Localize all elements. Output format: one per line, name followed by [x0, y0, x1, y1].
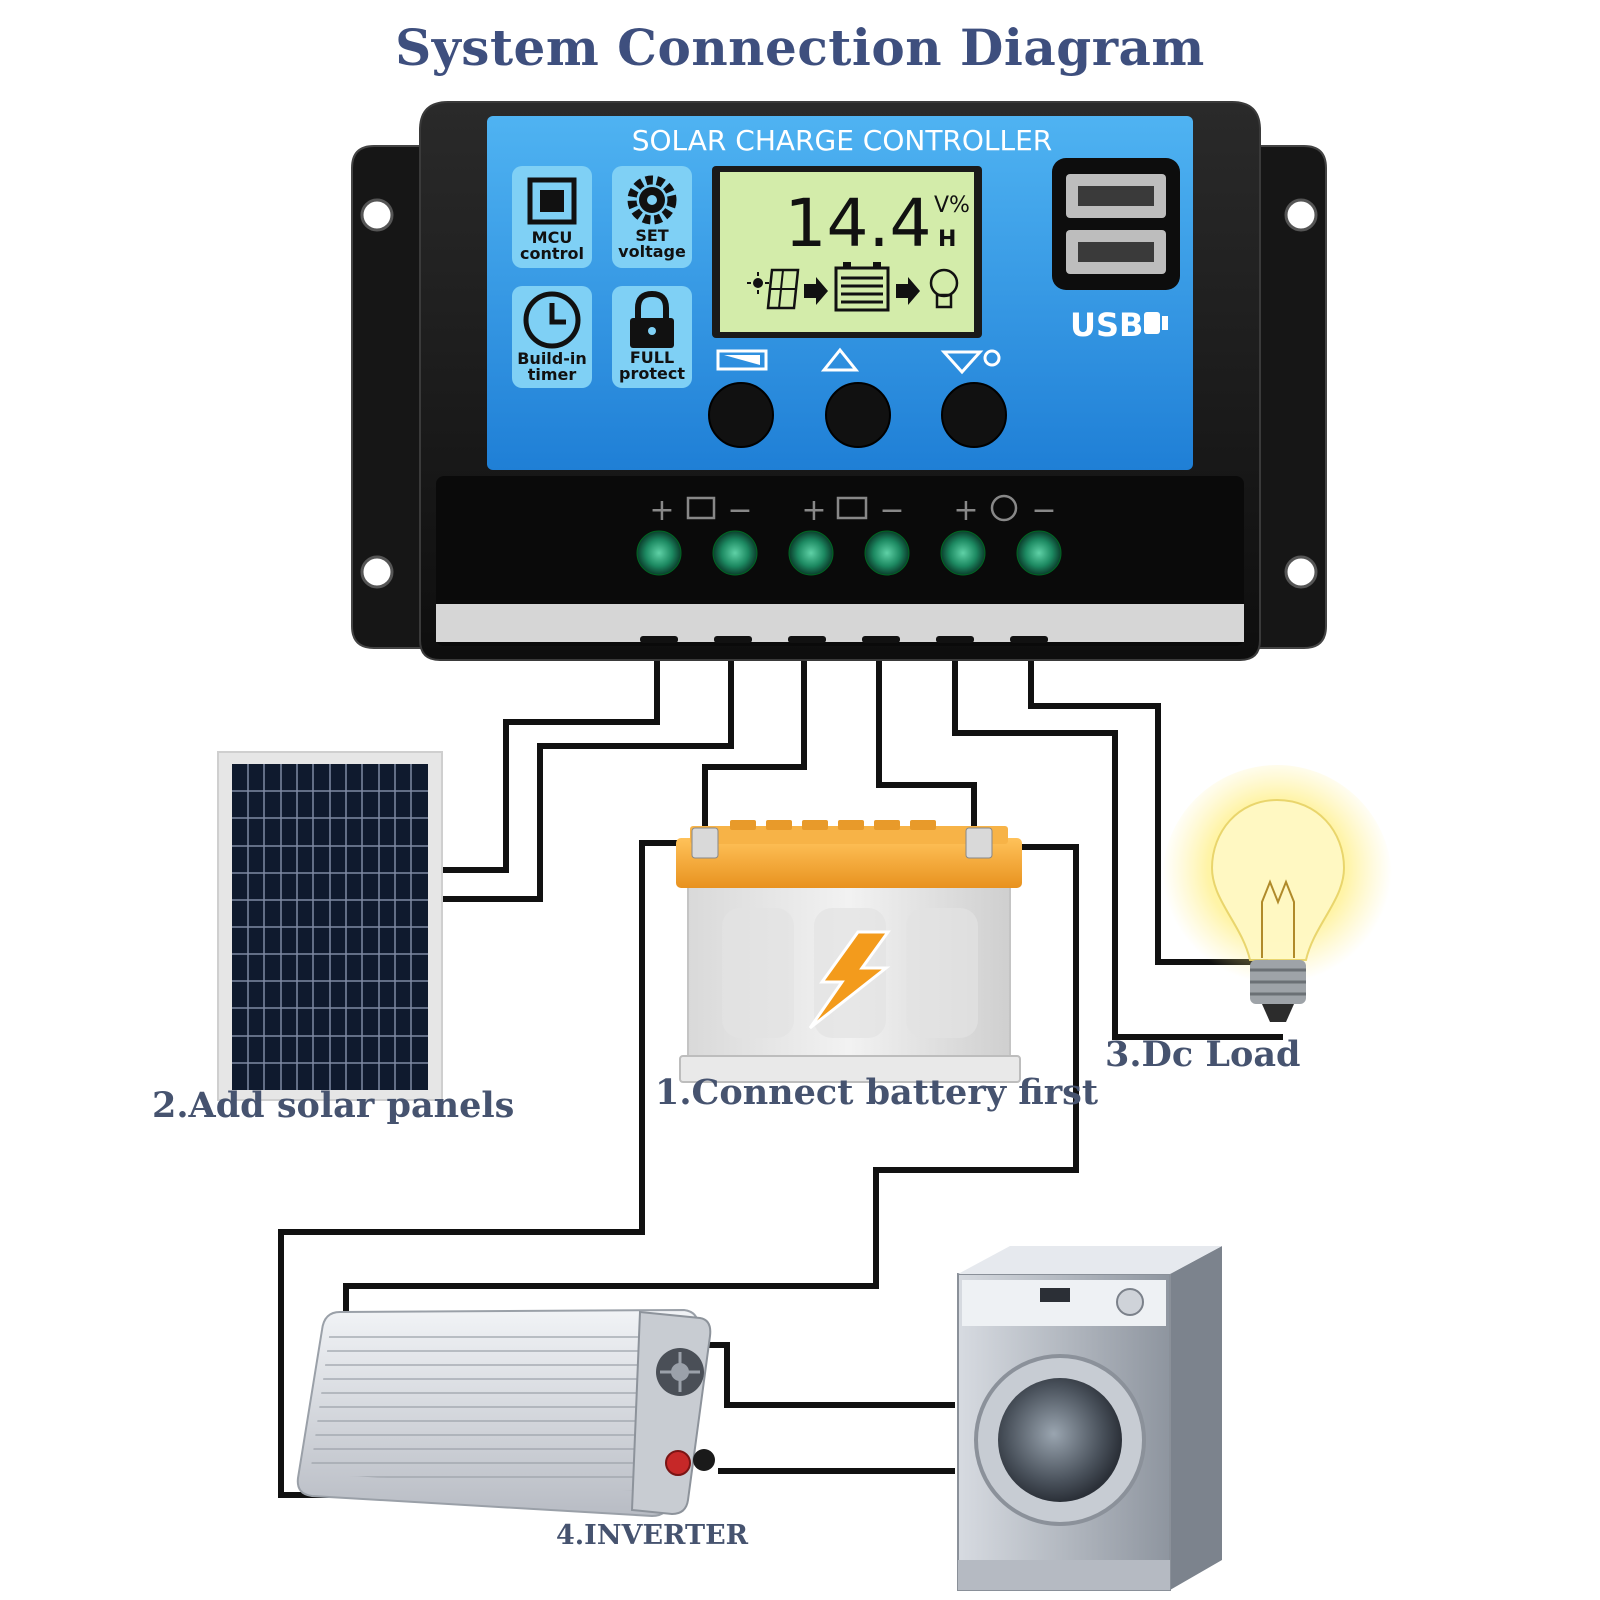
load-negative-terminal[interactable]	[1016, 530, 1062, 576]
light-bulb	[1162, 765, 1392, 1022]
mount-hole	[360, 198, 394, 232]
feature-set-line1: SET	[635, 226, 668, 245]
dc-load-label: 3.Dc Load	[1105, 1034, 1301, 1075]
load-plus-sign: +	[953, 493, 978, 528]
solar-terminal-icon	[686, 496, 716, 520]
solar-panel-label: 2.Add solar panels	[152, 1085, 515, 1126]
solar-cell-grid	[232, 764, 428, 1090]
charge-controller: SOLAR CHARGE CONTROLLER MCU control SET …	[351, 101, 1327, 661]
usb-plug-icon	[1144, 312, 1168, 334]
inverter-fins	[310, 1328, 684, 1492]
lcd-unit-hours: H	[938, 227, 956, 252]
inverter	[296, 1308, 715, 1518]
inverter-label: 4.INVERTER	[556, 1520, 749, 1551]
mount-hole	[1284, 555, 1318, 589]
fan-icon	[656, 1348, 704, 1396]
bulb-base	[1250, 960, 1306, 1022]
battery-plus-sign: +	[801, 493, 826, 528]
solar-panel-lcd-icon	[766, 268, 800, 310]
arrow-right-icon	[896, 277, 920, 305]
battery-positive-wire	[702, 650, 807, 832]
menu-button[interactable]	[708, 382, 774, 448]
up-arrow-icon	[820, 347, 860, 372]
up-button[interactable]	[825, 382, 891, 448]
inverter-positive-terminal[interactable]	[665, 1450, 691, 1476]
battery-minus-sign: −	[879, 493, 904, 528]
lcd-display: 14.4 V% H	[712, 166, 982, 338]
load-minus-sign: −	[1031, 493, 1056, 528]
feature-mcu-line2: control	[520, 244, 584, 263]
lcd-reading: 14.4	[785, 185, 932, 262]
solar-negative-terminal[interactable]	[712, 530, 758, 576]
controller-title: SOLAR CHARGE CONTROLLER	[632, 124, 1053, 157]
battery-label: 1.Connect battery first	[655, 1072, 1099, 1113]
washer-wire-upper	[692, 1342, 955, 1408]
feature-badge-mcu: MCU control	[512, 166, 592, 268]
washing-machine	[957, 1246, 1222, 1591]
battery-lcd-icon	[834, 262, 890, 312]
terminal-sign-group: + − + − + −	[649, 493, 1056, 528]
feature-set-line2: voltage	[618, 242, 686, 261]
load-positive-terminal[interactable]	[940, 530, 986, 576]
usb-label: USB	[1070, 306, 1143, 344]
mount-hole	[1284, 198, 1318, 232]
feature-badge-set-voltage: SET voltage	[612, 166, 692, 268]
terminal-lip	[436, 604, 1244, 642]
washer-display	[1040, 1288, 1070, 1302]
right-mounting-ear	[1247, 145, 1327, 649]
bulb-lcd-icon	[929, 268, 959, 309]
washer-door-glass	[998, 1378, 1122, 1502]
load-positive-wire	[952, 650, 1283, 1040]
mount-hole	[360, 555, 394, 589]
washer-dial[interactable]	[1116, 1288, 1144, 1316]
clock-icon	[523, 291, 581, 349]
down-light-icon	[940, 349, 1001, 375]
washer-side	[1170, 1246, 1222, 1590]
load-terminal-icon	[990, 494, 1018, 522]
washer-top	[958, 1246, 1222, 1274]
inverter-end-panel	[630, 1310, 712, 1516]
wire-entry-slots	[640, 636, 1048, 643]
solar-positive-terminal[interactable]	[636, 530, 682, 576]
battery-type-icon	[716, 349, 768, 371]
solar-minus-sign: −	[727, 493, 752, 528]
sun-icon	[747, 272, 769, 294]
gear-icon	[627, 175, 677, 225]
feature-protect-line2: protect	[619, 364, 685, 383]
chip-icon	[527, 177, 577, 225]
solar-panel	[217, 751, 443, 1101]
solar-negative-wire	[442, 650, 734, 902]
battery-negative-post	[965, 827, 993, 859]
lightning-bolt-icon	[808, 930, 891, 1030]
load-negative-wire	[1028, 650, 1268, 965]
lcd-unit: V%	[934, 193, 970, 218]
battery-cap-ridges	[730, 820, 936, 830]
inverter-negative-terminal[interactable]	[693, 1449, 715, 1471]
lock-icon	[630, 290, 674, 348]
feature-protect-line1: FULL	[630, 348, 674, 367]
battery-terminal-icon	[836, 496, 868, 520]
battery	[676, 820, 1022, 1083]
solar-positive-wire	[442, 650, 660, 873]
inverter-negative-wire	[343, 844, 1079, 1318]
arrow-right-icon	[804, 277, 828, 305]
diagram-title: System Connection Diagram	[395, 18, 1205, 77]
feature-badge-protect: FULL protect	[612, 286, 692, 388]
solar-plus-sign: +	[649, 493, 674, 528]
screw-terminals	[636, 530, 1062, 576]
battery-positive-terminal[interactable]	[788, 530, 834, 576]
battery-negative-terminal[interactable]	[864, 530, 910, 576]
bulb-filament	[1261, 879, 1295, 958]
usb-port-block	[1052, 158, 1180, 290]
feature-timer-line1: Build-in	[517, 349, 587, 368]
feature-badge-timer: Build-in timer	[512, 286, 592, 388]
battery-positive-post	[691, 827, 719, 859]
feature-timer-line2: timer	[528, 365, 577, 384]
feature-mcu-line1: MCU	[532, 228, 573, 247]
terminal-block	[436, 476, 1244, 646]
washer-base	[958, 1560, 1170, 1590]
down-button[interactable]	[941, 382, 1007, 448]
battery-negative-wire	[876, 650, 977, 832]
